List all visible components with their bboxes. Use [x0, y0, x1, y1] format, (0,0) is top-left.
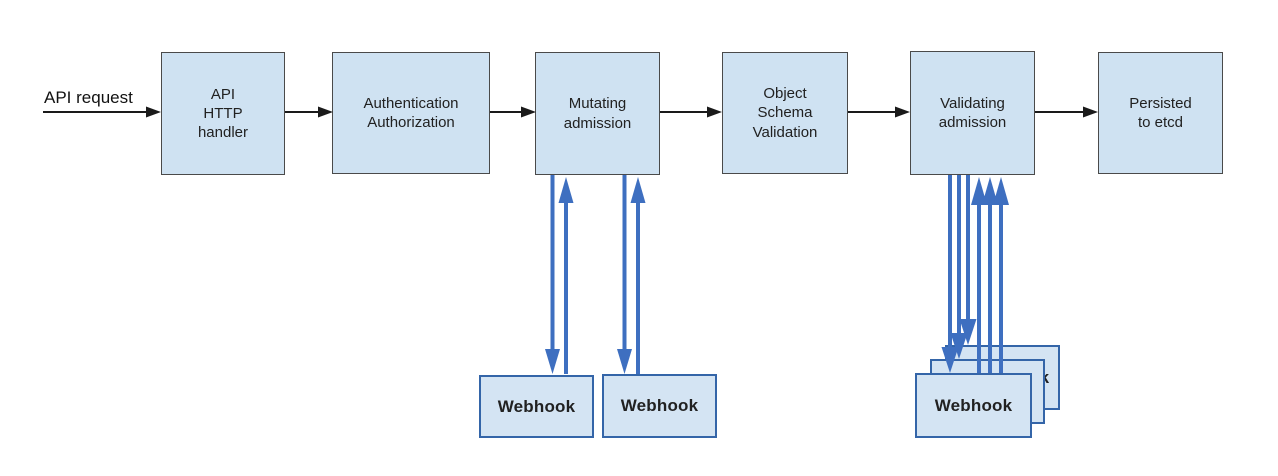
- node-mutating-admission: Mutating admission: [535, 52, 660, 175]
- mutating-webhook-2-label: Webhook: [620, 396, 699, 415]
- mutating-webhook-2-return-arrow: [630, 177, 646, 374]
- node-authentication-authorization: Authentication Authorization: [332, 52, 490, 174]
- node-mutating-admission-label: Mutating admission: [563, 95, 632, 132]
- node-object-schema-validation: Object Schema Validation: [722, 52, 848, 174]
- arrow-schema-to-validating: [848, 106, 910, 118]
- validating-webhook-return-arrows: [971, 177, 1009, 373]
- node-api-http-handler: API HTTP handler: [161, 52, 285, 175]
- node-authentication-authorization-label: Authentication Authorization: [363, 94, 459, 131]
- mutating-webhook-1-return-arrow: [558, 177, 574, 374]
- node-persisted-to-etcd: Persisted to etcd: [1098, 52, 1223, 174]
- arrow-validating-to-etcd: [1035, 106, 1098, 118]
- node-api-http-handler-label: API HTTP handler: [197, 85, 249, 142]
- arrow-handler-to-auth: [285, 106, 333, 118]
- validating-webhook-box-front: Webhook: [915, 373, 1032, 438]
- arrow-api-request-to-handler: [43, 106, 161, 118]
- node-object-schema-validation-label: Object Schema Validation: [752, 85, 818, 141]
- mutating-webhook-2-call-arrow: [617, 175, 632, 374]
- mutating-webhook-1-call-arrow: [545, 175, 560, 374]
- mutating-webhook-1-label: Webhook: [497, 396, 576, 416]
- mutating-webhook-box-2: Webhook: [602, 374, 717, 438]
- validating-webhook-front-label: Webhook: [934, 395, 1013, 415]
- validating-webhook-call-arrows: [941, 175, 977, 373]
- node-persisted-to-etcd-label: Persisted to etcd: [1129, 94, 1192, 131]
- node-validating-admission: Validating admission: [910, 51, 1035, 175]
- node-validating-admission-label: Validating admission: [938, 94, 1007, 131]
- arrow-mutating-to-schema: [660, 106, 722, 118]
- arrow-auth-to-mutating: [490, 106, 536, 118]
- api-request-label: API request: [44, 88, 133, 107]
- mutating-webhook-box-1: Webhook: [479, 375, 594, 438]
